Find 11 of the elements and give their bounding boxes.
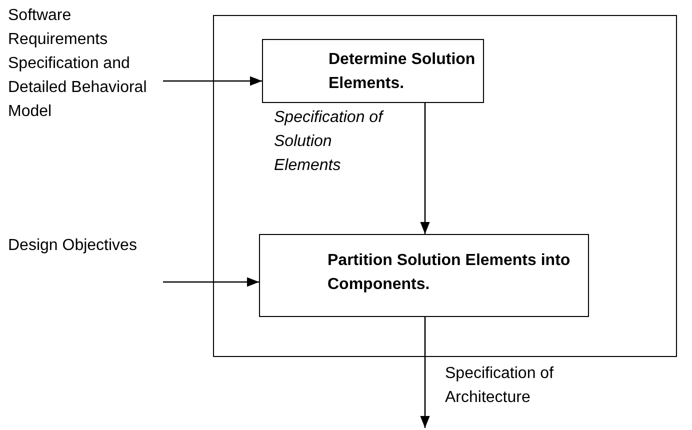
input-label: Design Objectives <box>8 236 138 256</box>
arrow <box>420 317 430 428</box>
enclosing-box <box>213 15 677 357</box>
process-label: Partition Solution Elements into Components. <box>328 250 572 294</box>
input-label: Software Requirements Specification and Detailed Behavioral Model <box>8 6 148 122</box>
arrow <box>163 277 259 287</box>
process-label: Determine Solution Elements. <box>328 50 476 94</box>
arrow <box>420 103 430 234</box>
arrow <box>163 76 262 86</box>
process-box <box>258 234 588 316</box>
process-box <box>262 38 484 102</box>
